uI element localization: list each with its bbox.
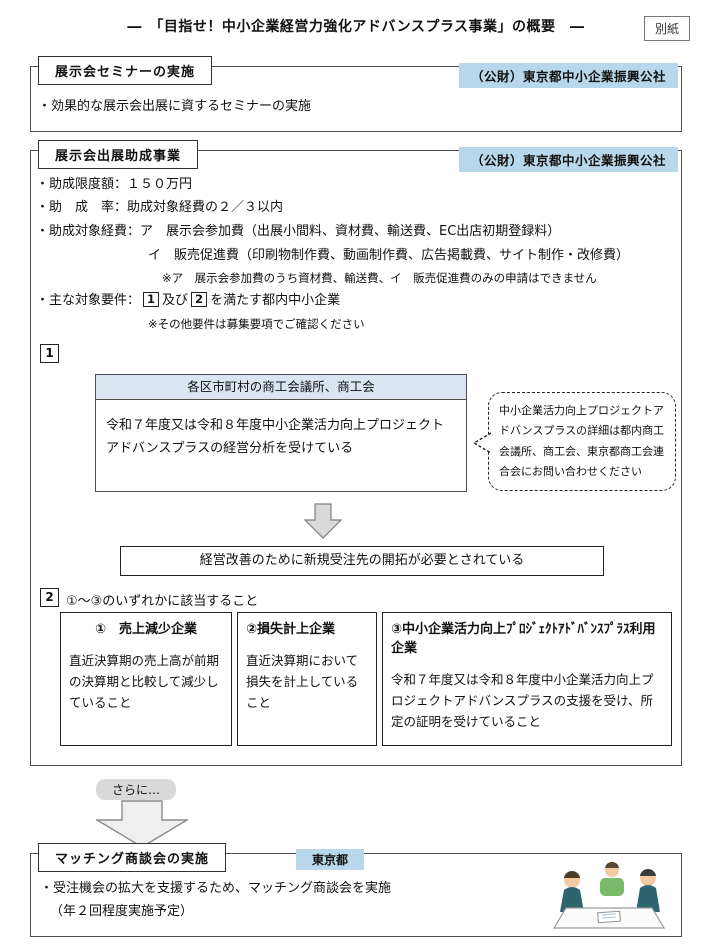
subsidy-heading: 展示会出展助成事業 [38, 140, 199, 169]
attachment-label: 別紙 [644, 16, 691, 41]
bullet-rate: ・助 成 率：助成対象経費の２／３以内 [36, 200, 284, 215]
matching-bullet-1: ・受注機会の拡大を支援するため、マッチング商談会を実施 [40, 881, 392, 896]
illustration-meeting [552, 861, 666, 929]
result-box: 経営改善のために新規受注先の開拓が必要とされている [120, 546, 604, 576]
bullet-expenses-2: イ 販売促進費（印刷物制作費、動画制作費、広告掲載費、サイト制作・改修費） [148, 248, 630, 263]
down-arrow-icon [304, 503, 342, 539]
seminar-bullet: ・効果的な展示会出展に資するセミナーの実施 [38, 99, 312, 114]
card-body: 直近決算期の売上高が前期の決算期と比較して減少していること [69, 652, 220, 711]
further-label: さらに… [96, 779, 177, 800]
chamber-box-header: 各区市町村の商工会議所、商工会 [96, 375, 466, 400]
note-requirements: ※その他要件は募集要項でご確認ください [148, 317, 365, 331]
card-loss-recorded: ②損失計上企業 直近決算期において損失を計上していること [237, 612, 377, 746]
card-body: 令和７年度又は令和８年度中小企業活力向上プロジェクトアドバンスプラスの支援を受け… [391, 671, 654, 730]
page-title: ― 「目指せ！中小企業経営力強化アドバンスプラス事業」の概要 ― [127, 19, 585, 35]
bullet-expenses-1: ・助成対象経費：ア 展示会参加費（出展小間料、資材費、輸送費、EC出店初期登録料… [36, 224, 561, 239]
chamber-box: 各区市町村の商工会議所、商工会 令和７年度又は令和８年度中小企業活力向上プロジェ… [95, 374, 467, 492]
big-down-arrow-icon [96, 800, 188, 848]
matching-bullet-2: （年２回程度実施予定） [50, 904, 194, 919]
req-numchip-2: 2 [191, 292, 208, 307]
seminar-heading: 展示会セミナーの実施 [38, 56, 213, 85]
matching-heading: マッチング商談会の実施 [38, 843, 227, 872]
subsidy-org-badge: （公財）東京都中小企業振興公社 [458, 147, 678, 172]
note-expenses: ※ア 展示会参加費のうち資材費、輸送費、イ 販売促進費のみの申請はできません [162, 271, 597, 285]
callout-tail-icon [472, 432, 492, 454]
card-title: ① 売上減少企業 [94, 622, 197, 637]
req-mid: 及び [162, 293, 189, 308]
card-title: ③中小企業活力向上ﾌﾟﾛｼﾞｪｸﾄｱﾄﾞﾊﾞﾝｽﾌﾟﾗｽ利用企業 [391, 622, 656, 656]
tokyo-badge: 東京都 [296, 849, 365, 870]
callout-bubble: 中小企業活力向上プロジェクトアドバンスプラスの詳細は都内商工会議所、商工会、東京… [488, 392, 676, 492]
bullet-limit: ・助成限度額：１５０万円 [36, 177, 193, 192]
step2-numbox: 2 [40, 588, 59, 607]
req-suffix: を満たす都内中小企業 [210, 293, 341, 308]
step1-numbox: 1 [40, 344, 59, 363]
seminar-org-badge: （公財）東京都中小企業振興公社 [458, 63, 678, 88]
req-numchip-1: 1 [143, 292, 160, 307]
card-project-user: ③中小企業活力向上ﾌﾟﾛｼﾞｪｸﾄｱﾄﾞﾊﾞﾝｽﾌﾟﾗｽ利用企業 令和７年度又は… [382, 612, 672, 746]
req-prefix: ・主な対象要件： [36, 293, 141, 308]
step2-label: ①～③のいずれかに該当すること [66, 594, 259, 609]
card-sales-decline: ① 売上減少企業 直近決算期の売上高が前期の決算期と比較して減少していること [60, 612, 232, 746]
card-title: ②損失計上企業 [246, 622, 336, 637]
card-body: 直近決算期において損失を計上していること [246, 652, 359, 711]
chamber-box-body: 令和７年度又は令和８年度中小企業活力向上プロジェクトアドバンスプラスの経営分析を… [106, 418, 445, 457]
